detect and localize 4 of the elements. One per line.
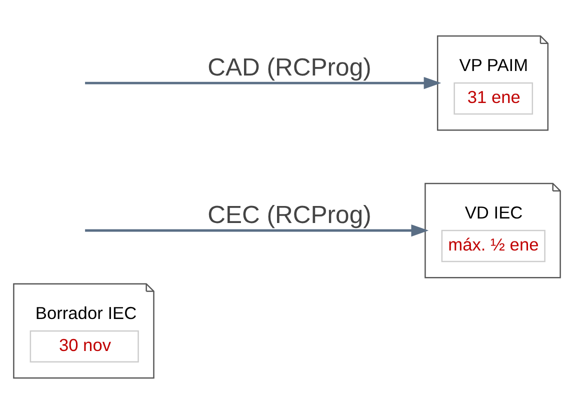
edge-label: CAD (RCProg): [208, 54, 372, 82]
arrow: [85, 76, 442, 90]
arrow: [85, 224, 429, 237]
edge-label: CEC (RCProg): [208, 202, 372, 230]
